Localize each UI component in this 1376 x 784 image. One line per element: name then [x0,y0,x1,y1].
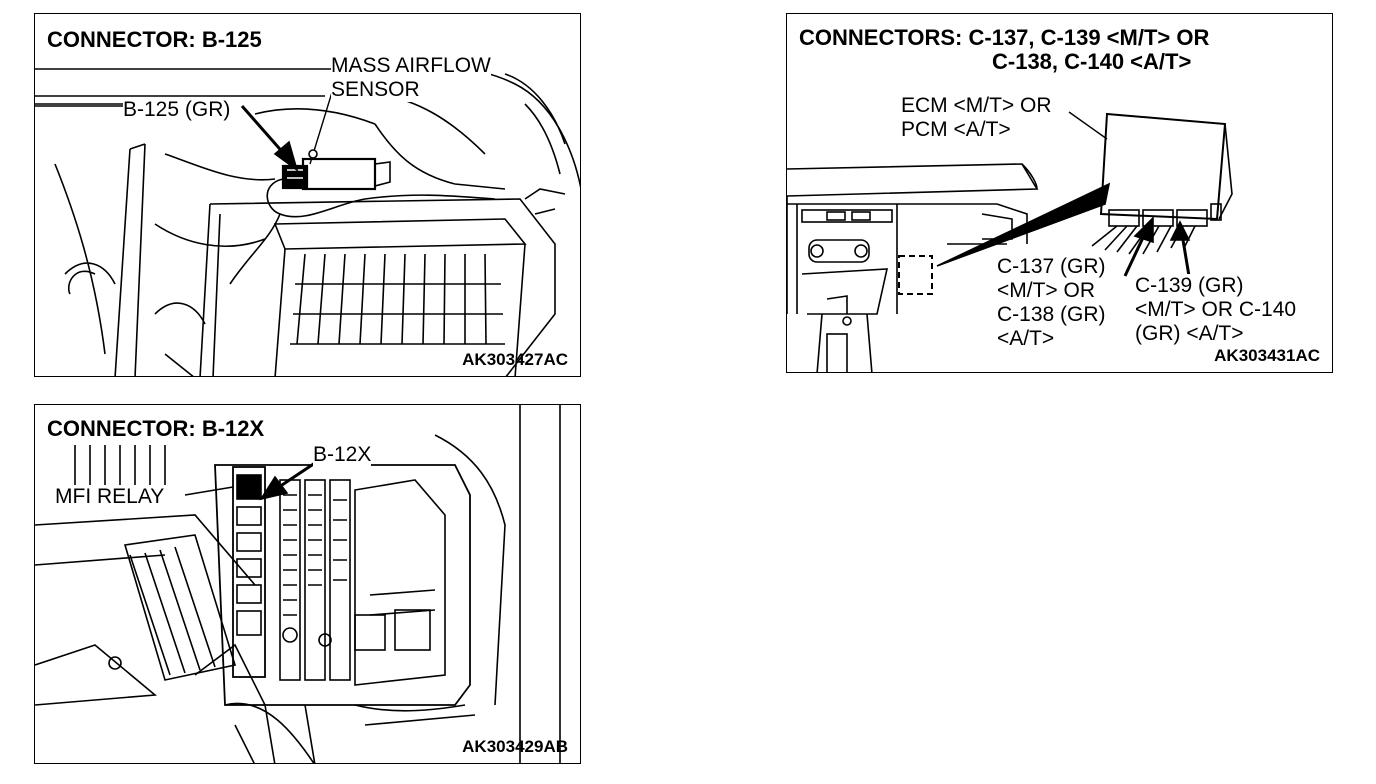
connector-c137-callout: C-137 (GR) <M/T> OR C-138 (GR) <A/T> [997,255,1106,351]
engine-bay-illustration [35,66,580,376]
figure-code: AK303431AC [1214,346,1320,365]
relay-callout-label: MFI RELAY [55,485,165,509]
c139-callout-line-1: C-139 (GR) [1135,274,1244,297]
relay-box-illustration [35,405,561,763]
ecm-callout-line-2: PCM <A/T> [901,118,1011,141]
c137-callout-line-3: C-138 (GR) [997,303,1106,326]
panel-connectors-c137-c139: CONNECTORS: C-137, C-139 <M/T> OR C-138,… [786,13,1333,373]
panel-title: CONNECTOR: B-125 [47,27,262,52]
panel-title-line-2: C-138, C-140 <A/T> [992,49,1192,74]
ecm-callout-label: ECM <M/T> OR PCM <A/T> [901,94,1052,142]
connector-callout-label: B-125 (GR) [123,98,231,122]
c139-callout-line-2: <M/T> OR C-140 [1135,298,1297,321]
dashboard-ecm-illustration [787,111,1233,372]
connector-c139-callout: C-139 (GR) <M/T> OR C-140 (GR) <A/T> [1135,274,1297,346]
sensor-callout-label: MASS AIRFLOW SENSOR [331,54,491,102]
ecm-callout-line-1: ECM <M/T> OR [901,94,1052,117]
c137-callout-line-1: C-137 (GR) [997,255,1106,278]
panel-title-line-1: CONNECTORS: C-137, C-139 <M/T> OR [799,25,1210,50]
figure-code: AK303427AC [462,350,568,369]
panel-title: CONNECTORS: C-137, C-139 <M/T> OR C-138,… [799,26,1209,74]
connector-callout-label: B-12X [313,443,372,467]
sensor-callout-line-1: MASS AIRFLOW [331,54,491,77]
panel-connector-b125: CONNECTOR: B-125 B-125 (GR) MASS AIRFLOW… [34,13,581,377]
sensor-callout-line-2: SENSOR [331,78,420,101]
panel-connector-b12x: CONNECTOR: B-12X B-12X MFI RELAY AK30342… [34,404,581,764]
c137-callout-line-2: <M/T> OR [997,279,1096,302]
c137-callout-line-4: <A/T> [997,327,1055,350]
figure-code: AK303429AB [462,737,568,756]
c139-callout-line-3: (GR) <A/T> [1135,322,1244,345]
panel-title: CONNECTOR: B-12X [47,416,265,441]
